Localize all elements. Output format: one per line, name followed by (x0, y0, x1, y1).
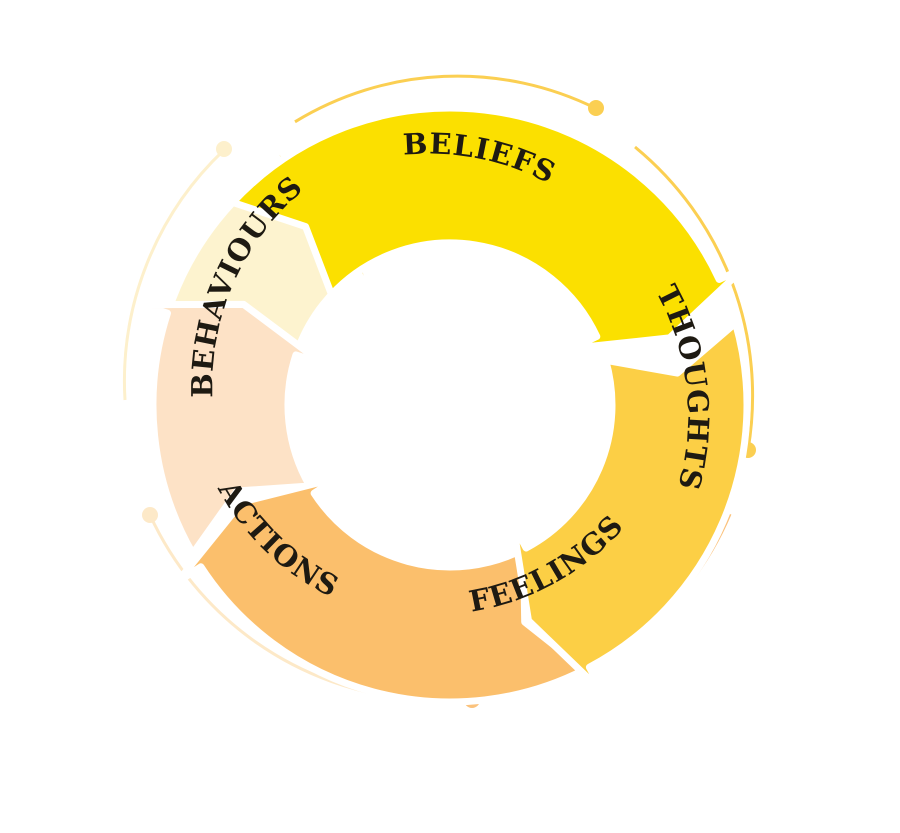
outer-arc-dot-upper-left (216, 141, 232, 157)
cycle-arrow-beliefs (229, 104, 749, 352)
cycle-arrow-feelings (173, 474, 589, 706)
cycle-arrow-thoughts (509, 319, 751, 696)
outer-arc-upper-left (122, 148, 226, 401)
outer-arc-top (294, 74, 597, 124)
cycle-arrow-actions (137, 300, 327, 557)
outer-arc-dot-top (588, 100, 604, 116)
outer-arc-dot-left (142, 507, 158, 523)
